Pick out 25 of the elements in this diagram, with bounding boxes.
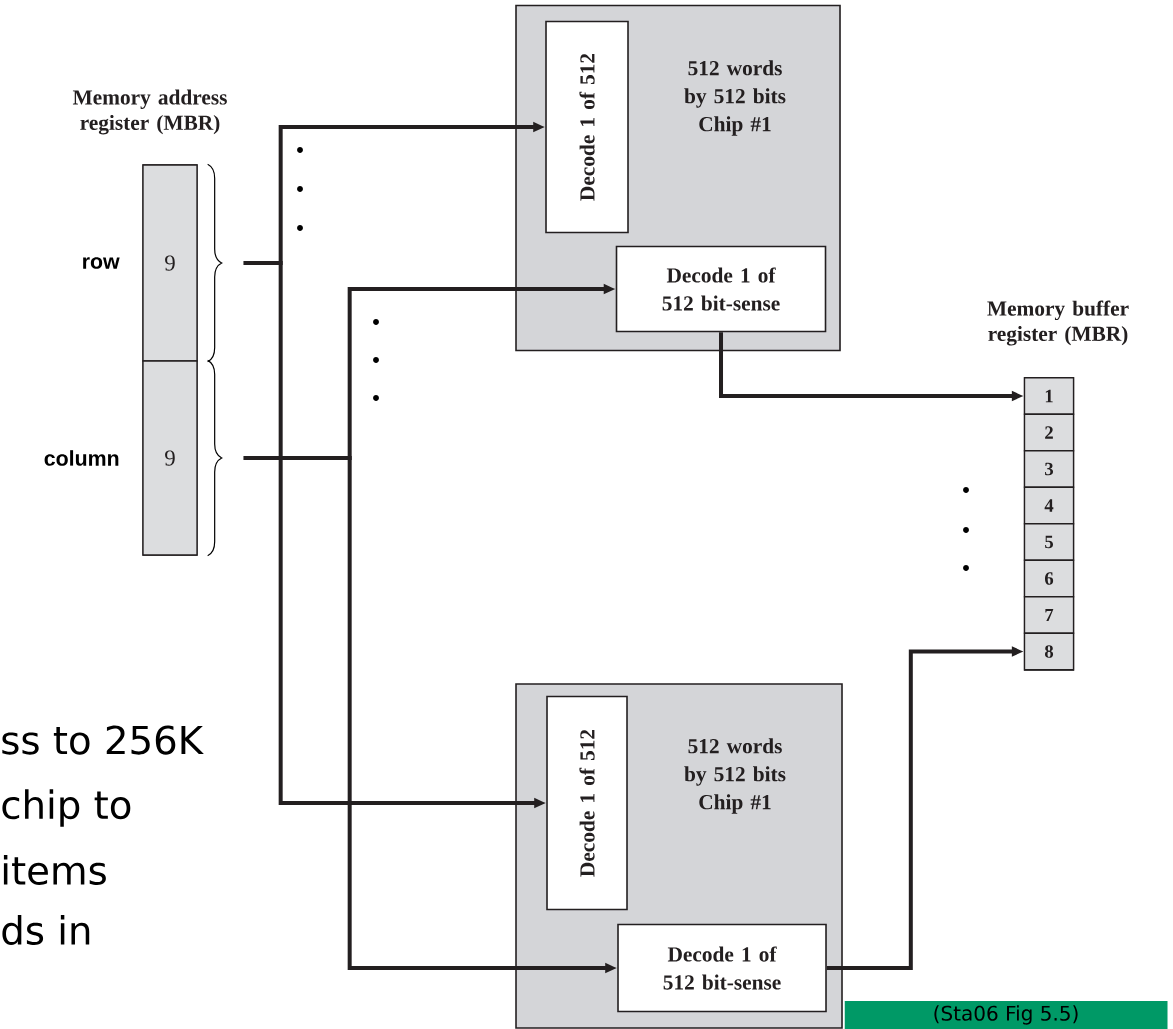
- decoder-box: Decode 1 of 512: [546, 695, 628, 911]
- slide-text: items: [3, 855, 106, 885]
- register-cell: 2: [1023, 413, 1075, 452]
- slide-text: ds in: [2, 915, 90, 945]
- slide-text: ss to 256K: [2, 725, 204, 755]
- decoder-box: Decode 1 of 512 bit-sense: [615, 245, 827, 333]
- register-cell: 9: [142, 360, 198, 556]
- register-cell: 3: [1023, 450, 1075, 488]
- chip-label: 512 words by 512 bits Chip #1: [684, 60, 786, 136]
- citation-tag: (Sta06 Fig 5.5): [844, 1001, 1168, 1029]
- register-cell: 5: [1023, 523, 1075, 561]
- register-cell: 4: [1023, 486, 1075, 525]
- register-cell: 1: [1023, 377, 1075, 415]
- register-heading: Memory address register (MBR): [72, 89, 227, 135]
- decoder-box: Decode 1 of 512: [545, 20, 629, 234]
- register-cell: 9: [142, 164, 198, 362]
- field-label: row: [83, 257, 120, 269]
- slide-text: chip to: [2, 789, 131, 827]
- register-heading: Memory buffer register (MBR): [987, 300, 1129, 346]
- decoder-box: Decode 1 of 512 bit-sense: [617, 923, 827, 1013]
- field-label: column: [44, 450, 119, 466]
- register-cell: 8: [1023, 632, 1075, 671]
- register-cell: 7: [1023, 596, 1075, 634]
- register-cell: 6: [1023, 559, 1075, 598]
- chip-label: 512 words by 512 bits Chip #1: [684, 738, 786, 814]
